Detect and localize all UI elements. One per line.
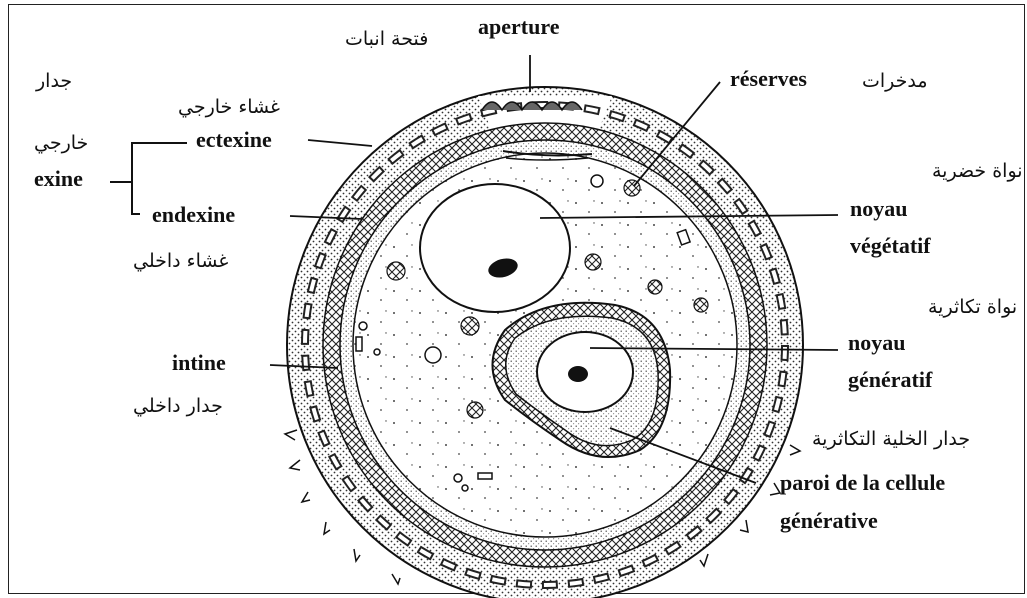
label-noyau-vegetatif-line2: végétatif: [850, 233, 931, 259]
label-aperture: aperture: [478, 14, 559, 40]
label-ar-inner-membrane: غشاء داخلي: [133, 250, 228, 272]
label-paroi-line2: générative: [780, 508, 878, 534]
label-paroi-line1: paroi de la cellule: [780, 470, 945, 496]
label-ar-reserves: مدخرات: [862, 70, 928, 92]
label-reserves: réserves: [730, 66, 807, 92]
label-ectexine: ectexine: [196, 127, 272, 153]
label-ar-reproductive-nucleus: نواة تكاثرية: [928, 296, 1017, 318]
label-ar-green-nucleus: نواة خضرية: [932, 160, 1023, 182]
label-ar-outer-membrane: غشاء خارجي: [178, 96, 280, 118]
label-ar-inner-wall: جدار داخلي: [133, 395, 223, 417]
label-noyau-generatif-line2: génératif: [848, 367, 932, 393]
label-ar-reproductive-cell-wall: جدار الخلية التكاثرية: [812, 428, 970, 450]
vegetative-nucleus: [420, 184, 570, 312]
label-noyau-generatif-line1: noyau: [848, 330, 905, 356]
label-ar-wall: جدار: [36, 70, 72, 92]
label-intine: intine: [172, 350, 226, 376]
generative-nucleolus: [568, 366, 588, 382]
label-exine: exine: [34, 166, 83, 192]
label-ar-aperture: فتحة انبات: [345, 28, 428, 50]
label-endexine: endexine: [152, 202, 235, 228]
label-noyau-vegetatif-line1: noyau: [850, 196, 907, 222]
label-ar-outer: خارجي: [34, 132, 88, 154]
aperture-bumps: [482, 102, 582, 110]
